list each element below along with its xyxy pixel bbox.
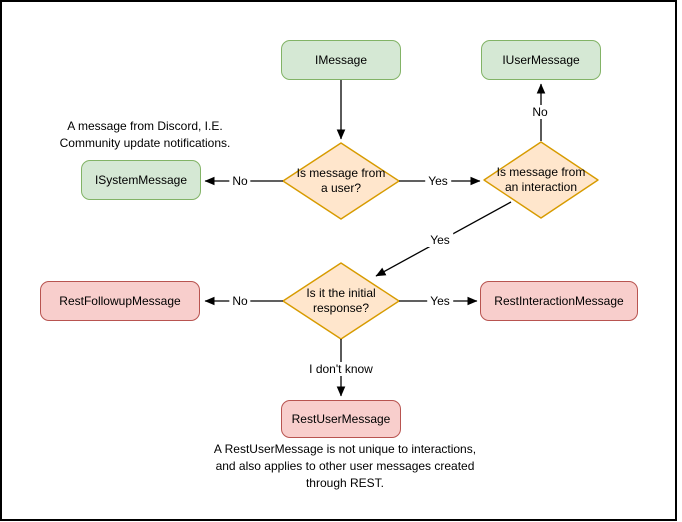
annotation-rest-note: A RestUserMessage is not unique to inter…: [213, 442, 477, 490]
edge-label-no-to-restfollowupmessage: No: [229, 294, 251, 308]
node-imessage: IMessage: [281, 40, 401, 80]
decision-diamond-initial-response: [282, 262, 400, 340]
node-restusermessage: RestUserMessage: [281, 400, 401, 438]
edge-label-no-to-isystemmessage: No: [229, 174, 251, 188]
edge-label-yes-to-from-interaction: Yes: [425, 174, 451, 188]
edge-label-no-to-iusermessage: No: [529, 105, 551, 119]
node-isystemmessage: ISystemMessage: [81, 160, 201, 200]
edge-label-yes-to-initial-response: Yes: [427, 233, 453, 247]
decision-diamond-from-user: [282, 142, 400, 220]
node-iusermessage: IUserMessage: [481, 40, 601, 80]
edge-label-yes-to-restinteractionmessage: Yes: [427, 294, 453, 308]
decision-diamond-from-interaction: [483, 141, 599, 219]
node-restfollowupmessage: RestFollowupMessage: [40, 281, 200, 321]
annotation-system-note: A message from Discord, I.E. Community u…: [59, 119, 231, 150]
edge-label-idontknow-to-restusermessage: I don't know: [306, 362, 376, 376]
node-restinteractionmessage: RestInteractionMessage: [480, 281, 638, 321]
